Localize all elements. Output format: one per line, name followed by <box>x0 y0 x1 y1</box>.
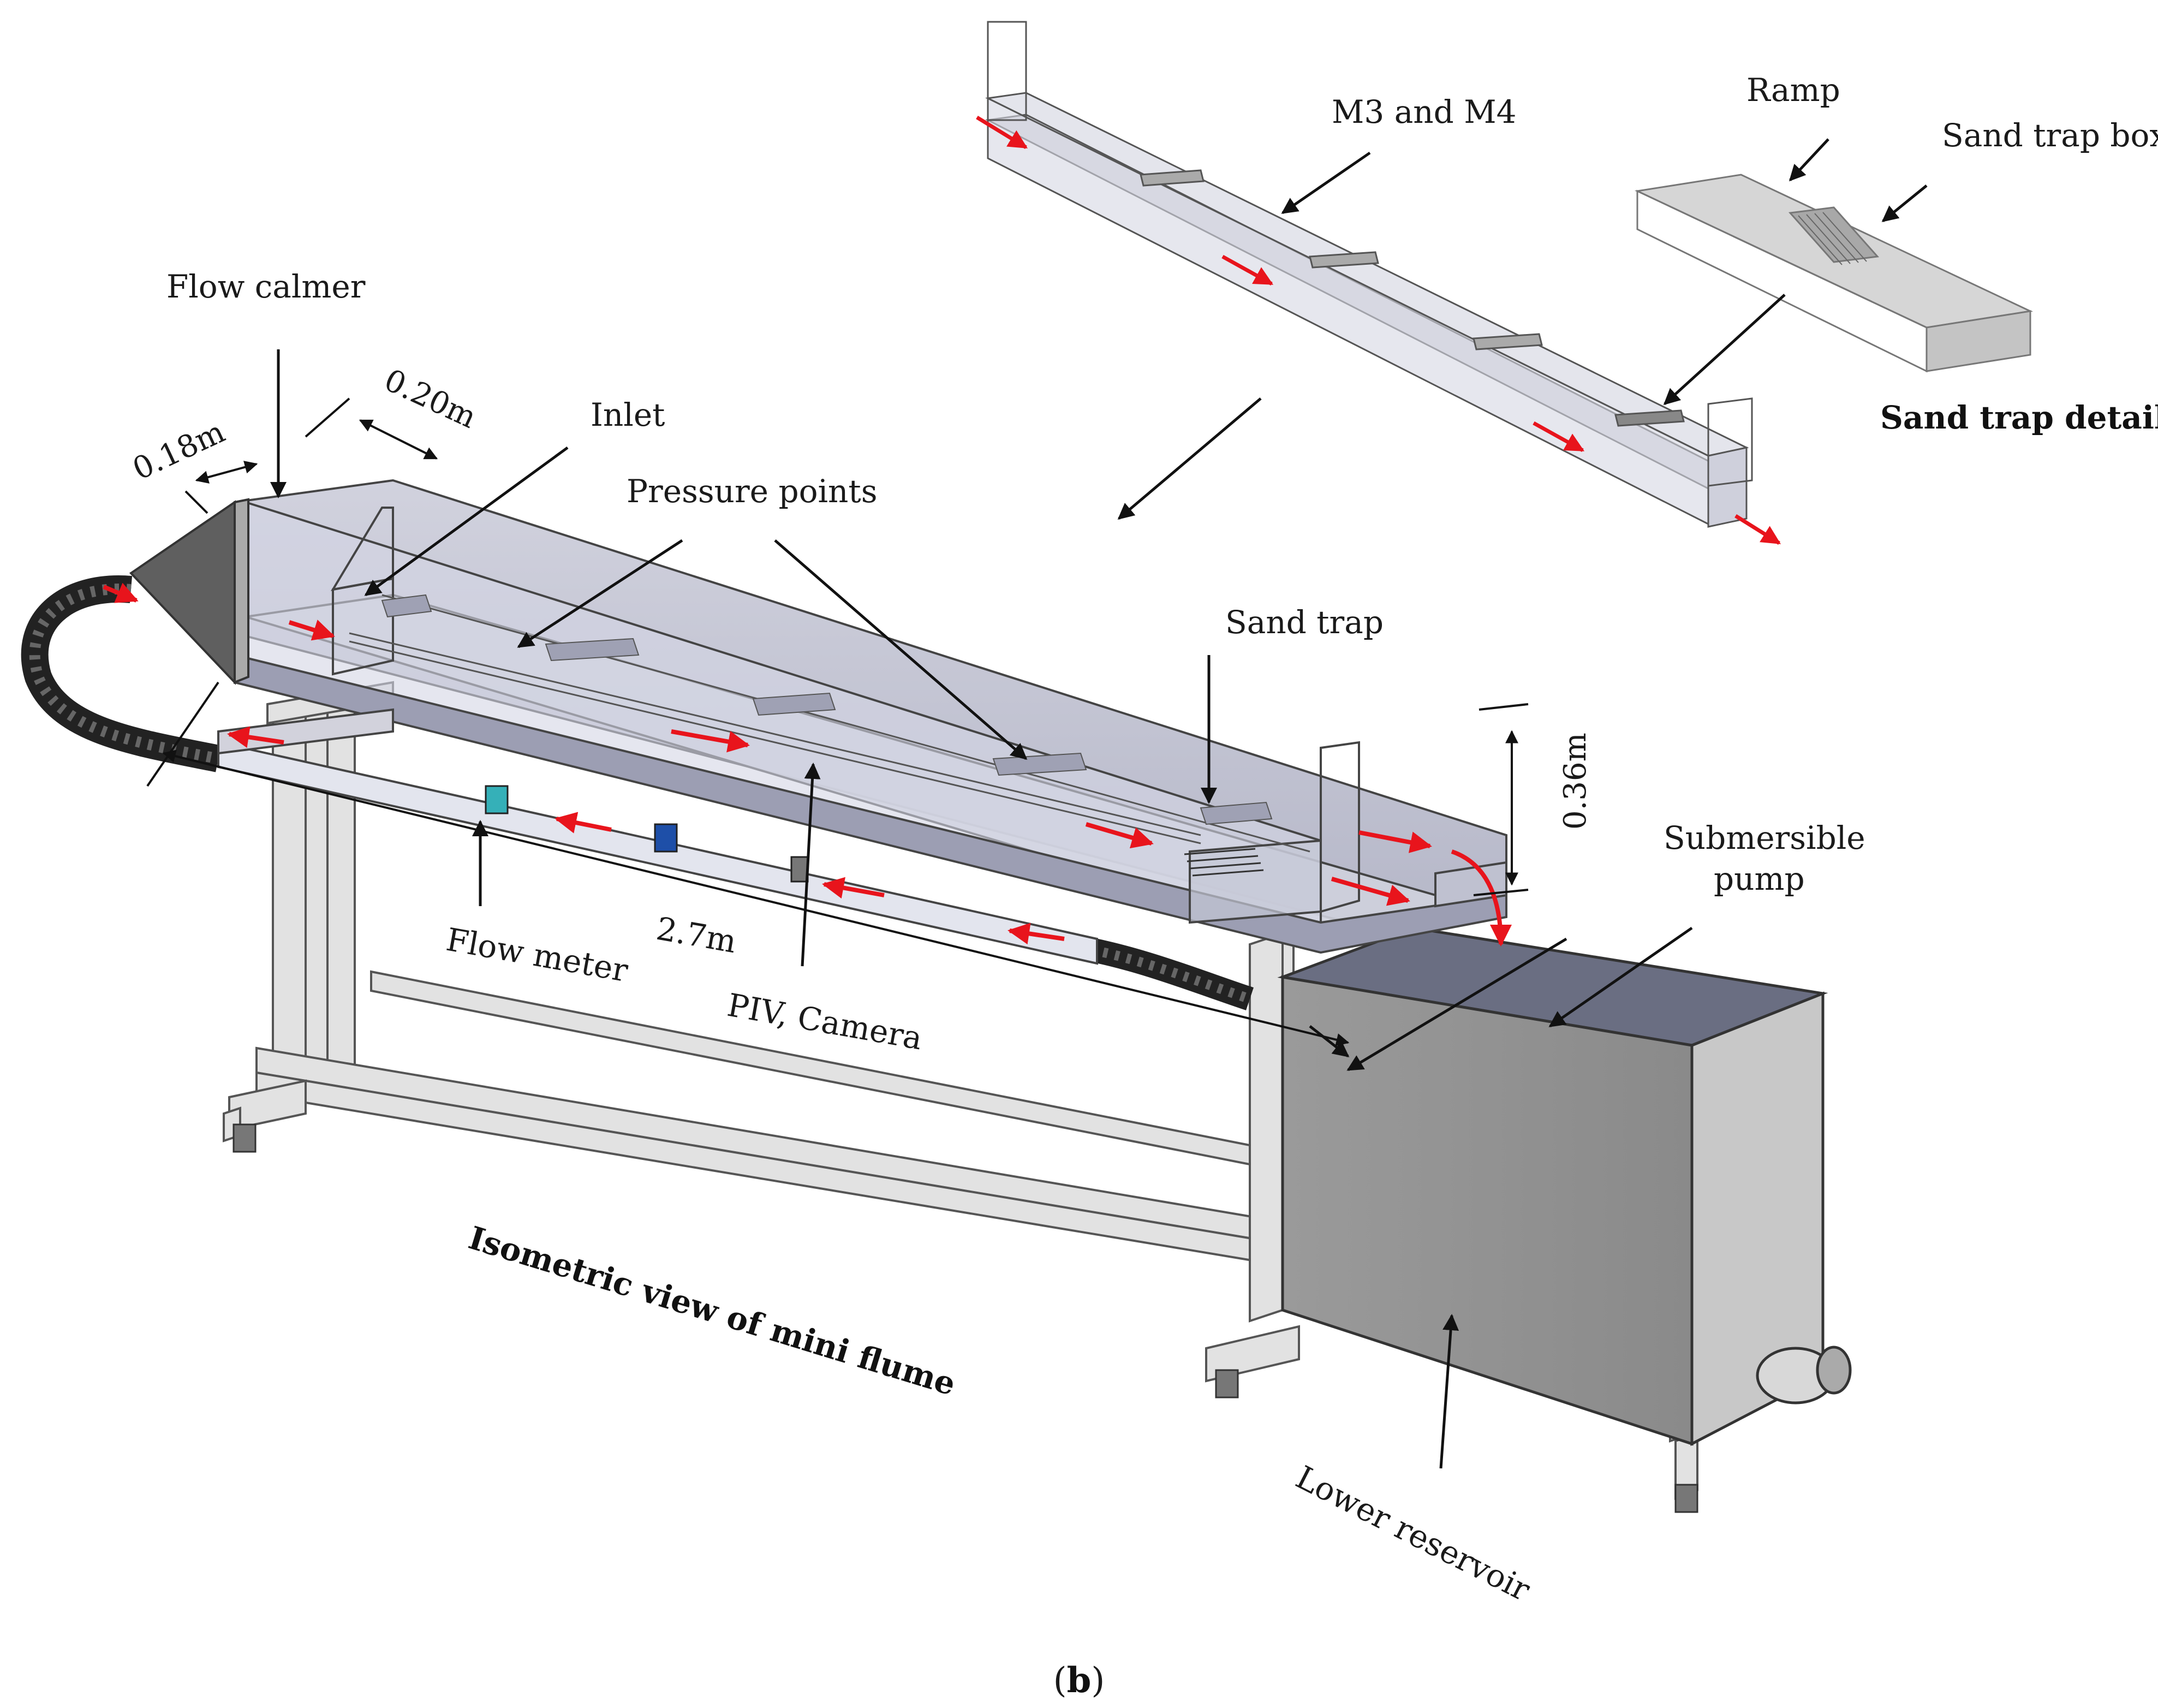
label-inlet: Inlet <box>591 396 665 433</box>
leader-camera-box <box>1309 1025 1350 1057</box>
label-dim-036: 0.36m <box>1558 733 1593 830</box>
leader-pressure-1 <box>517 539 683 648</box>
flow-arrow <box>1451 849 1512 947</box>
foot-pads <box>233 1123 1698 1513</box>
label-flow-calmer: Flow calmer <box>166 268 366 305</box>
label-dim-27: 2.7m <box>654 910 740 961</box>
leader-piv <box>801 763 821 967</box>
label-pump: pump <box>1714 860 1805 897</box>
leader-m3m4 <box>1281 151 1371 215</box>
label-lower-reservoir: Lower reservoir <box>1290 1459 1536 1609</box>
flow-arrow <box>103 582 139 603</box>
leader-sand-trap-box <box>1881 185 1928 222</box>
flow-arrow <box>227 726 284 748</box>
label-isometric-caption: Isometric view of mini flume <box>464 1219 960 1403</box>
flow-arrow <box>1221 254 1274 286</box>
reservoir-reference-line <box>1346 937 1567 1072</box>
leader-detail-to-inset <box>1663 294 1786 406</box>
flow-arrow <box>671 729 750 753</box>
label-sand-trap: Sand trap <box>1225 604 1384 641</box>
leader-inset-main <box>1117 397 1262 520</box>
flow-arrow <box>976 116 1028 149</box>
leader-arrows <box>270 138 1928 1469</box>
leader-lower-reservoir <box>1439 1314 1459 1469</box>
leader-pump <box>1548 926 1693 1028</box>
flow-arrow <box>1358 830 1432 853</box>
flow-arrow <box>1734 514 1781 545</box>
inset-flow-arrows <box>976 116 1781 545</box>
label-dim-020: 0.20m <box>379 362 482 436</box>
leader-pressure-2 <box>774 539 1028 760</box>
lower-reservoir-tank <box>1277 926 1852 1447</box>
flow-arrow <box>1533 421 1585 453</box>
leader-ramp <box>1789 138 1829 182</box>
label-ramp: Ramp <box>1746 72 1840 109</box>
sand-trap-detail-inset <box>1634 174 2034 373</box>
label-flow-meter: Flow meter <box>444 921 631 989</box>
dimension-lines <box>146 397 1529 1046</box>
flow-calmer-cone <box>129 498 249 686</box>
label-sand-trap-box: Sand trap box <box>1942 117 2158 154</box>
leader-inlet <box>364 446 569 597</box>
label-m3-m4: M3 and M4 <box>1332 93 1517 130</box>
label-submersible: Submersible <box>1664 819 1865 856</box>
sand-trap-box-grating <box>1798 212 1867 265</box>
label-pressure-points: Pressure points <box>627 473 877 510</box>
label-sand-trap-details: Sand trap details <box>1880 399 2158 436</box>
inset-channel <box>985 21 1753 528</box>
flow-arrow <box>288 620 335 641</box>
panel-label: (b) <box>1053 1660 1105 1701</box>
